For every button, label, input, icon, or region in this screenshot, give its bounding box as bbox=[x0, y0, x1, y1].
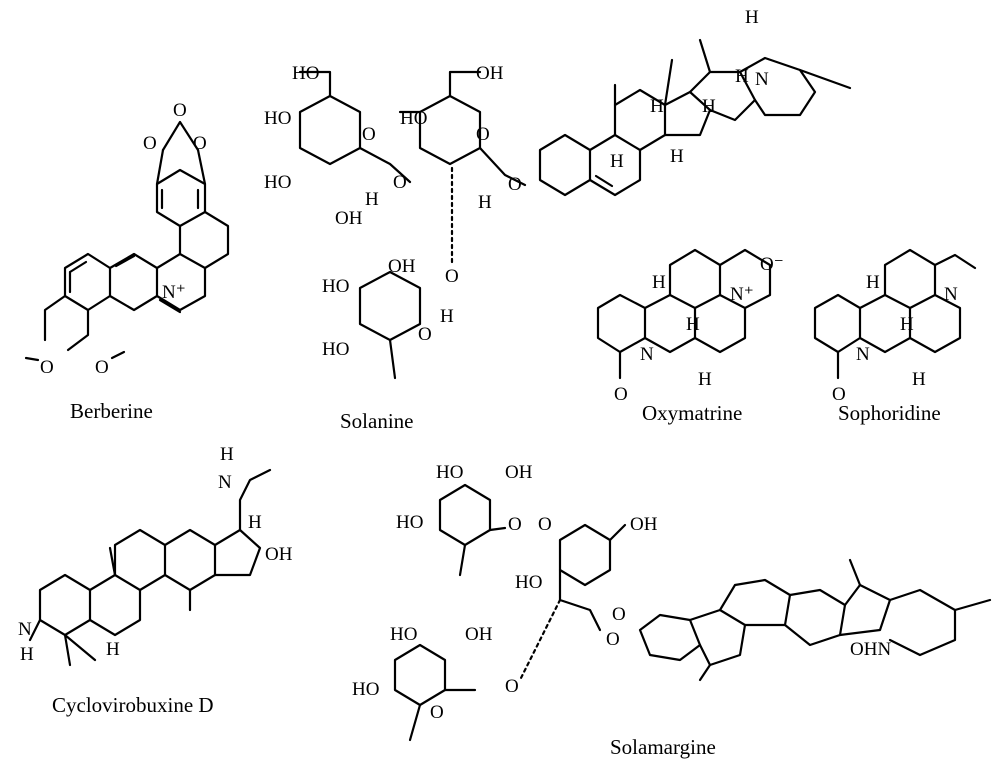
oxymatrine-structure: H H H N N⁺ O⁻ O Oxymatrine bbox=[596, 248, 784, 425]
atom-ho: HO bbox=[264, 108, 291, 129]
atom-oh: OH bbox=[335, 208, 363, 229]
atom-h: H bbox=[610, 151, 624, 172]
atom-oh: OH bbox=[476, 63, 504, 84]
atom-h: H bbox=[220, 444, 234, 465]
atom-oh: OH bbox=[388, 256, 416, 277]
atom-h: H bbox=[735, 66, 749, 87]
atom-h: H bbox=[686, 314, 700, 335]
caption-oxymatrine: Oxymatrine bbox=[642, 401, 742, 425]
atom-o-minus: O⁻ bbox=[760, 254, 784, 275]
atom-oh: OH bbox=[630, 514, 658, 535]
atom-n: N bbox=[640, 344, 654, 365]
atom-n: N bbox=[755, 69, 769, 90]
atom-h: H bbox=[652, 272, 666, 293]
atom-ho: HO bbox=[352, 679, 379, 700]
atom-h: H bbox=[440, 306, 454, 327]
atom-o: O bbox=[143, 133, 157, 154]
atom-ho: HO bbox=[396, 512, 423, 533]
atom-ho: HO bbox=[322, 339, 349, 360]
atom-o: O bbox=[538, 514, 552, 535]
atom-oh: OH bbox=[465, 624, 493, 645]
atom-o: O bbox=[362, 124, 376, 145]
caption-solanine: Solanine bbox=[340, 409, 414, 433]
atom-ho: HO bbox=[322, 276, 349, 297]
atom-n: N bbox=[218, 472, 232, 493]
atom-o: O bbox=[505, 676, 519, 697]
caption-solamargine: Solamargine bbox=[610, 735, 716, 759]
atom-n: N bbox=[18, 619, 32, 640]
atom-n-plus: N⁺ bbox=[730, 284, 754, 305]
atom-h: H bbox=[20, 644, 34, 665]
atom-h: H bbox=[478, 192, 492, 213]
atom-h: H bbox=[248, 512, 262, 533]
atom-o: O bbox=[612, 604, 626, 625]
atom-h: H bbox=[866, 272, 880, 293]
atom-o: O bbox=[393, 172, 407, 193]
atom-o: O bbox=[40, 357, 54, 378]
solanine-structure: HO HO HO OH H O O HO OH O H O O OH HO HO… bbox=[264, 7, 852, 433]
atom-o: O bbox=[95, 357, 109, 378]
atom-h: H bbox=[650, 96, 664, 117]
atom-h: H bbox=[365, 189, 379, 210]
caption-cyclovirobuxine: Cyclovirobuxine D bbox=[52, 693, 214, 717]
atom-h: H bbox=[702, 96, 716, 117]
atom-ohn: OHN bbox=[850, 639, 891, 660]
solamargine-structure: HO OH HO O O OH HO O O HO OH HO O O OHN … bbox=[352, 462, 992, 759]
sophoridine-structure: H H H N N O Sophoridine bbox=[813, 248, 977, 425]
atom-o: O bbox=[445, 266, 459, 287]
atom-n-plus: N⁺ bbox=[162, 282, 186, 303]
atom-ho: HO bbox=[400, 108, 427, 129]
atom-ho: HO bbox=[264, 172, 291, 193]
atom-o: O bbox=[193, 133, 207, 154]
atom-oh: OH bbox=[265, 544, 293, 565]
atom-oh: OH bbox=[505, 462, 533, 483]
atom-o: O bbox=[606, 629, 620, 650]
berberine-structure: O O O N⁺ O O Berberine bbox=[24, 100, 230, 423]
atom-h: H bbox=[745, 7, 759, 28]
atom-o: O bbox=[832, 384, 846, 405]
atom-h: H bbox=[698, 369, 712, 390]
atom-o: O bbox=[508, 514, 522, 535]
atom-ho: HO bbox=[515, 572, 542, 593]
caption-sophoridine: Sophoridine bbox=[838, 401, 941, 425]
atom-ho: HO bbox=[436, 462, 463, 483]
atom-o: O bbox=[614, 384, 628, 405]
atom-ho: HO bbox=[390, 624, 417, 645]
atom-h: H bbox=[670, 146, 684, 167]
atom-o: O bbox=[418, 324, 432, 345]
atom-n: N bbox=[944, 284, 958, 305]
atom-o: O bbox=[476, 124, 490, 145]
atom-ho: HO bbox=[292, 63, 319, 84]
cyclovirobuxine-structure: H N H OH N H H Cyclovirobuxine D bbox=[18, 444, 293, 717]
atom-o: O bbox=[430, 702, 444, 723]
atom-o: O bbox=[173, 100, 187, 121]
atom-h: H bbox=[106, 639, 120, 660]
atom-h: H bbox=[900, 314, 914, 335]
atom-h: H bbox=[912, 369, 926, 390]
caption-berberine: Berberine bbox=[70, 399, 153, 423]
atom-n: N bbox=[856, 344, 870, 365]
atom-o: O bbox=[508, 174, 522, 195]
